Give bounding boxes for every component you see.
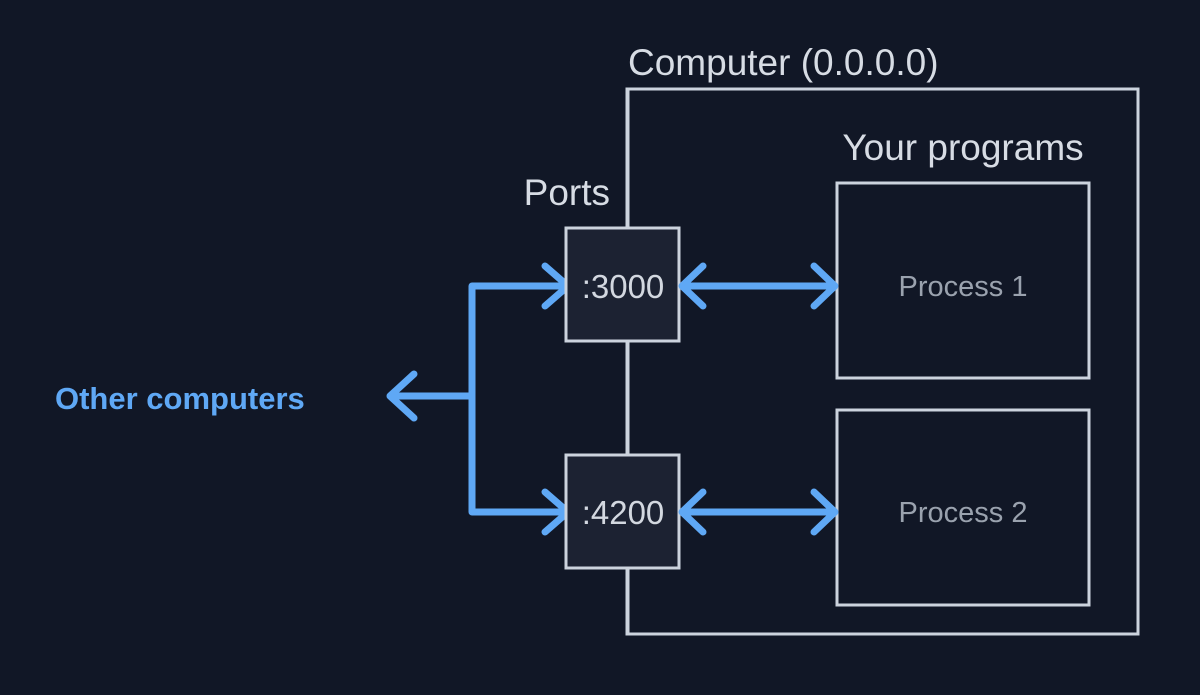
other-computers-label: Other computers — [55, 381, 305, 416]
process-2-label: Process 2 — [899, 497, 1028, 529]
port-4200-label: :4200 — [582, 494, 665, 531]
process-1-label: Process 1 — [899, 271, 1028, 303]
external-outbound-arrowhead — [386, 370, 418, 422]
port-3000-label: :3000 — [582, 268, 665, 305]
port-4200-box[interactable] — [564, 453, 681, 570]
programs-group-label: Your programs — [842, 127, 1083, 168]
ports-group-label: Ports — [524, 172, 610, 213]
external-to-port-3000-line — [468, 282, 564, 400]
process-2-box[interactable] — [835, 408, 1091, 607]
computer-title-label: Computer (0.0.0.0) — [628, 42, 939, 83]
external-to-port-4200-line — [468, 392, 564, 516]
process-1-box[interactable] — [835, 181, 1091, 380]
port-3000-box[interactable] — [564, 226, 681, 343]
port-4200-process-2-arrowhead-left — [678, 488, 707, 536]
port-3000-process-1-arrowhead-right — [810, 262, 839, 310]
port-4200-process-2-arrowhead-right — [810, 488, 839, 536]
port-3000-process-1-arrowhead-left — [678, 262, 707, 310]
